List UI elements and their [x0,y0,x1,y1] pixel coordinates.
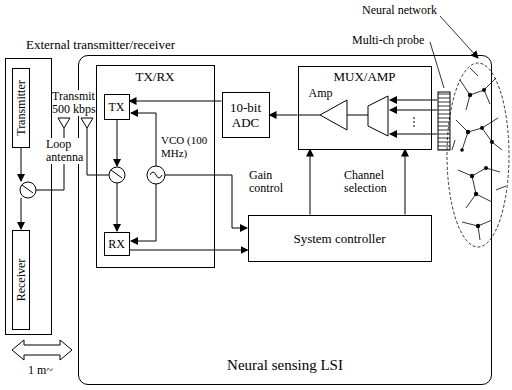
signal-label: Channel selection [344,169,400,195]
rate-label: Transmit 500 kbps [52,90,96,116]
node-label: System controller [251,231,429,246]
txrx-block: TX/RX TX RX [96,65,215,268]
node-label: TX/RX [97,70,214,83]
amp-mux-symbols [298,96,437,136]
distance-arrow [12,340,72,360]
transmitter-box: Transmitter [12,68,30,148]
external-wiring [20,118,70,229]
node-label: MUX/AMP [299,70,431,83]
signal-arrow [405,150,406,215]
region-label: Neural network [362,4,437,17]
node-label: 10-bit ADC [225,100,267,130]
vco-label: VCO (100 MHz) [161,134,211,160]
node-label: RX [107,237,127,250]
signal-arrow [130,250,248,251]
node-label: External transmitter/receiver [26,38,175,51]
node-label: Receiver [15,259,28,302]
node-label: TX [107,100,127,113]
neural-network [447,63,509,247]
rx-box: RX [104,232,130,256]
signal-label: Gain control [249,169,305,195]
lsi-chip-box: Neural sensing LSI TX/RX TX RX 10-bit ADC MUX… [78,55,492,385]
node-label: Transmitter [15,80,28,136]
node-label: Neural sensing LSI [79,357,491,374]
distance-label: 1 m~ [28,364,53,377]
signal-arrow [270,115,298,116]
probe-label: Multi-ch probe [352,34,424,47]
signal-arrow [130,101,222,102]
mux-amp-block: MUX/AMP Amp [298,66,432,150]
signal-arrow [310,150,311,215]
neuron-bodies [460,88,494,228]
external-unit-box: External transmitter/receiverTransmitter… [5,58,52,335]
leader-lines [430,16,478,88]
adc-box: 10-bit ADC [222,92,270,138]
receiver-box: Receiver [12,230,30,330]
tx-box: TX [104,94,130,120]
antenna-label: Loop antenna [46,138,86,164]
system-controller-box: System controller [248,215,432,262]
multi-ch-probe [438,92,450,150]
sub-label: Amp [309,87,333,100]
